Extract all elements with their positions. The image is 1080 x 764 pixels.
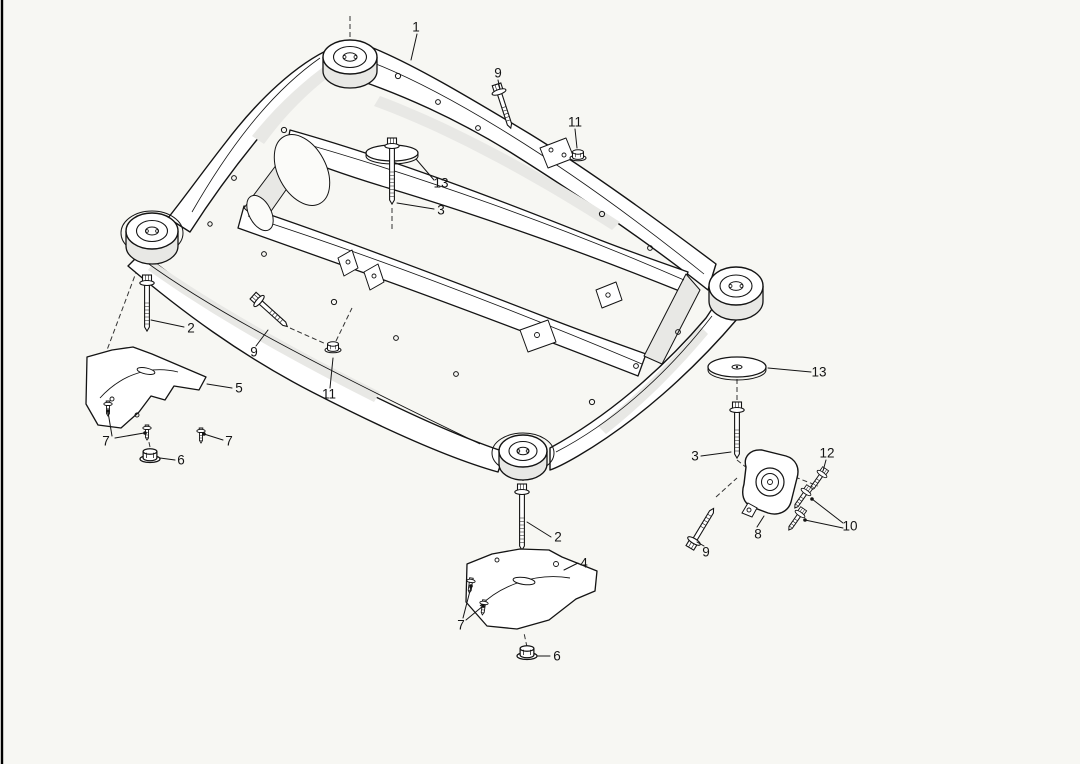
mount-bracket-8 bbox=[741, 449, 799, 518]
callout-3-top-bolt: 3 bbox=[437, 202, 445, 218]
callout-9-top-bolt: 9 bbox=[494, 65, 502, 81]
callout-13-top-washer: 13 bbox=[433, 175, 449, 191]
callout-6-bottom-nut: 6 bbox=[553, 648, 561, 664]
callout-8-bracket: 8 bbox=[754, 526, 762, 542]
callout-7-plate5-left: 7 bbox=[102, 433, 110, 449]
cover-plate-4 bbox=[465, 548, 598, 630]
callout-5-plate: 5 bbox=[235, 380, 243, 396]
bushing-mount-left bbox=[120, 210, 184, 265]
callout-3-right-bolt: 3 bbox=[691, 448, 699, 464]
bolt-2-bottom bbox=[515, 484, 529, 550]
bolt-3-right bbox=[730, 402, 744, 458]
callout-2-bottom-bolt: 2 bbox=[554, 529, 562, 545]
bushing-mount-top bbox=[322, 39, 378, 89]
callout-6-left-nut: 6 bbox=[177, 452, 185, 468]
cover-plate-5 bbox=[85, 346, 207, 429]
callout-11-top-nut: 11 bbox=[567, 114, 583, 130]
subframe-crossmember bbox=[120, 39, 764, 481]
washer-13-right bbox=[707, 356, 767, 381]
callout-9-bottom-bolt: 9 bbox=[702, 544, 710, 560]
callout-13-right-washer: 13 bbox=[811, 364, 827, 380]
callout-4-plate: 4 bbox=[580, 555, 588, 571]
callout-9-left-bolt: 9 bbox=[250, 344, 258, 360]
nut-11-left bbox=[324, 341, 342, 354]
bushing-mount-right bbox=[708, 266, 764, 321]
bolt-2-left bbox=[140, 275, 154, 331]
callout-7-plate5-right: 7 bbox=[225, 433, 233, 449]
callout-10-bolts: 10 bbox=[842, 518, 858, 534]
leader-lines bbox=[107, 33, 844, 657]
nut-6-bottom bbox=[516, 645, 538, 661]
bushing-mount-bottom bbox=[491, 432, 555, 481]
callout-11-left-nut: 11 bbox=[321, 386, 337, 402]
callout-2-left-bolt: 2 bbox=[187, 320, 195, 336]
callout-7-plate4: 7 bbox=[457, 617, 465, 633]
callout-12-bolt: 12 bbox=[819, 445, 835, 461]
nut-11-top bbox=[569, 149, 587, 162]
leader-dots bbox=[106, 409, 814, 608]
nut-6-left bbox=[139, 448, 161, 464]
callout-1-subframe: 1 bbox=[412, 19, 420, 35]
mounting-tabs bbox=[337, 137, 623, 353]
